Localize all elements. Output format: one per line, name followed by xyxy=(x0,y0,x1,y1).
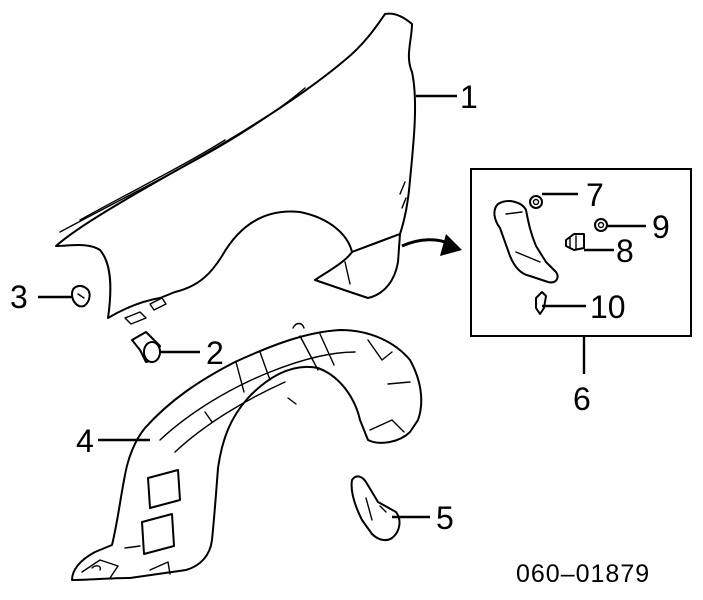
fender-liner xyxy=(71,322,423,581)
callout-6: 6 xyxy=(573,381,591,417)
nut-7 xyxy=(529,195,543,209)
nut-9 xyxy=(594,218,608,232)
push-pin-2 xyxy=(131,331,161,363)
callout-2: 2 xyxy=(206,335,224,371)
callout-5: 5 xyxy=(436,500,454,536)
callout-4: 4 xyxy=(76,423,94,459)
mud-guard-bracket xyxy=(493,200,559,284)
detail-arrow xyxy=(401,234,462,256)
callout-10: 10 xyxy=(590,289,626,325)
fender-panel xyxy=(55,12,417,325)
diagram-code: 060–01879 xyxy=(516,560,650,588)
callout-7: 7 xyxy=(586,177,604,213)
callout-9: 9 xyxy=(652,209,670,245)
splash-shield-5 xyxy=(350,475,401,542)
clip-3 xyxy=(71,285,91,308)
bolt-8 xyxy=(565,233,585,251)
callout-3: 3 xyxy=(10,279,28,315)
inset-box xyxy=(470,168,692,337)
screw-10 xyxy=(535,291,547,315)
callout-1: 1 xyxy=(460,79,478,115)
callout-8: 8 xyxy=(616,233,634,269)
